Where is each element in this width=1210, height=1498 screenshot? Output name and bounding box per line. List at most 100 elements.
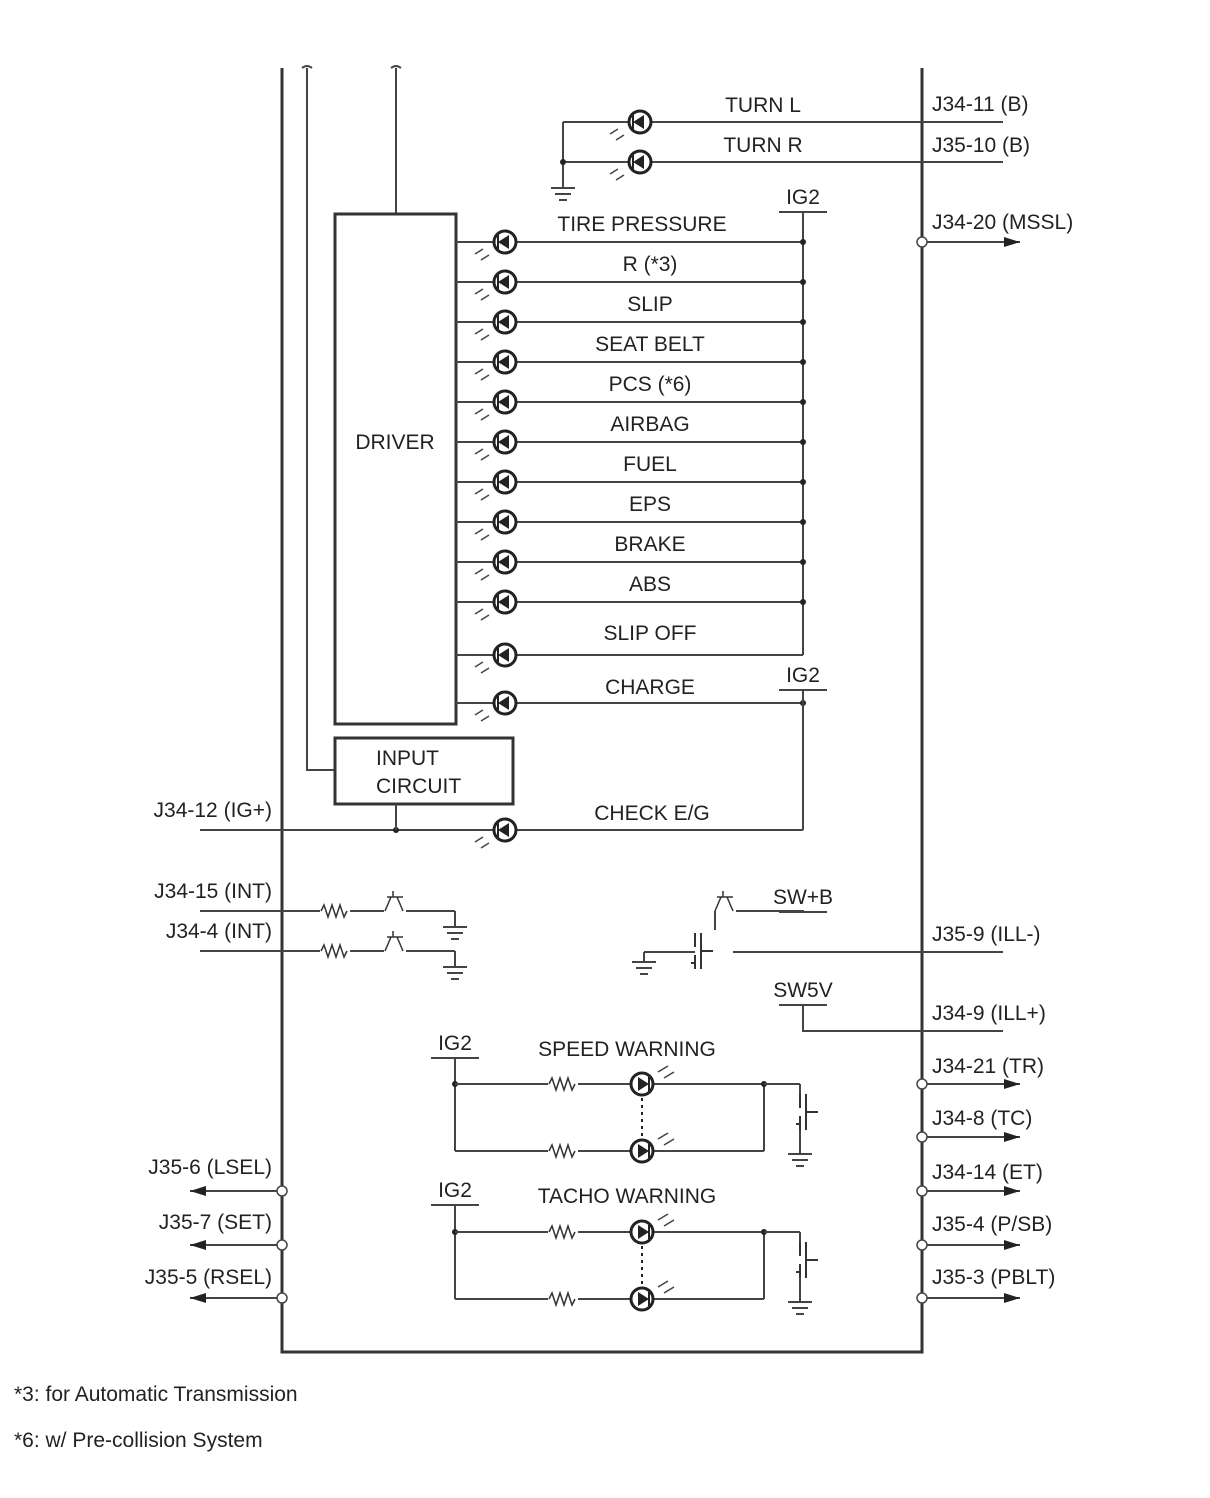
light-rays <box>474 661 490 674</box>
led-triangle <box>498 435 509 449</box>
led-triangle <box>498 696 509 710</box>
indicator-label: EPS <box>629 493 671 516</box>
meter-frame <box>280 68 924 1354</box>
light-rays <box>609 168 625 181</box>
light-rays <box>474 408 490 421</box>
resistor-icon <box>320 902 348 920</box>
mosfet-icon <box>796 1094 818 1130</box>
indicator-label: SLIP OFF <box>604 622 697 645</box>
input-circuit-label: INPUT <box>376 747 439 770</box>
resistor-icon <box>548 1223 576 1241</box>
junction-dot <box>800 439 806 445</box>
ground-icon <box>551 187 575 201</box>
warning-label: TACHO WARNING <box>538 1185 717 1208</box>
ground-icon <box>788 1301 812 1315</box>
power-label: IG2 <box>786 186 820 209</box>
wire <box>736 910 804 912</box>
terminal-label: J35-10 (B) <box>932 134 1030 157</box>
led-icon <box>609 149 653 181</box>
led-triangle <box>498 355 509 369</box>
wire <box>802 1005 1003 1032</box>
terminal-label: J35-7 (SET) <box>159 1211 272 1234</box>
light-rays <box>474 568 490 581</box>
led-triangle <box>638 1077 649 1091</box>
indicator-label: AIRBAG <box>610 413 689 436</box>
terminal-label: J34-15 (INT) <box>154 880 272 903</box>
light-rays <box>474 248 490 261</box>
junction-dot <box>800 359 806 365</box>
light-rays <box>657 1280 675 1294</box>
light-rays <box>474 288 490 301</box>
led-triangle <box>498 555 509 569</box>
led-icon <box>474 549 518 581</box>
terminal-label: J35-9 (ILL-) <box>932 923 1041 946</box>
light-rays <box>474 836 490 849</box>
power-label: IG2 <box>438 1032 472 1055</box>
input-circuit-label: CIRCUIT <box>376 775 461 798</box>
led-icon <box>474 309 518 341</box>
terminal-label: J35-5 (RSEL) <box>145 1266 272 1289</box>
terminal-label: J34-20 (MSSL) <box>932 211 1073 234</box>
led-icon <box>629 1132 675 1164</box>
indicator-label: CHARGE <box>605 676 695 699</box>
terminal-circle <box>916 1078 928 1090</box>
resistor-icon <box>548 1142 576 1160</box>
light-rays <box>474 328 490 341</box>
led-triangle <box>498 823 509 837</box>
terminal-circle <box>916 1131 928 1143</box>
led-icon <box>474 690 518 722</box>
led-icon <box>629 1065 675 1097</box>
led-icon <box>609 109 653 141</box>
indicator-label: CHECK E/G <box>594 802 710 825</box>
junction-dot <box>800 519 806 525</box>
arrow-left-icon <box>190 1240 206 1250</box>
transistor-icon <box>384 891 404 912</box>
junction-dot <box>800 399 806 405</box>
led-triangle <box>498 648 509 662</box>
terminal-label: J35-3 (PBLT) <box>932 1266 1055 1289</box>
led-icon <box>474 269 518 301</box>
power-label: SW+B <box>773 886 833 909</box>
led-triangle <box>498 475 509 489</box>
light-rays <box>474 368 490 381</box>
resistor-icon <box>548 1075 576 1093</box>
indicator-label: TURN L <box>725 94 801 117</box>
indicator-label: R (*3) <box>623 253 678 276</box>
break-mark <box>301 65 402 69</box>
junction-dot <box>800 599 806 605</box>
led-triangle <box>638 1225 649 1239</box>
led-icon <box>474 229 518 261</box>
terminal-circle <box>916 1239 928 1251</box>
resistor-icon <box>548 1290 576 1308</box>
led-icon <box>474 817 518 849</box>
terminal-circle <box>916 1292 928 1304</box>
junction-dot <box>560 159 566 165</box>
led-icon <box>474 429 518 461</box>
footnote-6: *6: w/ Pre-collision System <box>14 1429 263 1452</box>
terminal-label: J34-21 (TR) <box>932 1055 1044 1078</box>
indicator-label: BRAKE <box>614 533 685 556</box>
ground-icon <box>443 926 467 940</box>
power-label: IG2 <box>786 664 820 687</box>
transistor-icon <box>714 891 734 912</box>
indicator-label: PCS (*6) <box>609 373 692 396</box>
led-triangle <box>498 595 509 609</box>
light-rays <box>474 709 490 722</box>
led-icon <box>474 589 518 621</box>
led-triangle <box>498 515 509 529</box>
indicator-label: TIRE PRESSURE <box>557 213 726 236</box>
junction-dot <box>800 319 806 325</box>
led-triangle <box>498 395 509 409</box>
terminal-label: J35-4 (P/SB) <box>932 1213 1052 1236</box>
terminal-circle <box>276 1292 288 1304</box>
led-triangle <box>498 275 509 289</box>
terminal-label: J34-4 (INT) <box>166 920 272 943</box>
led-icon <box>474 389 518 421</box>
driver-block <box>333 212 458 726</box>
light-rays <box>474 528 490 541</box>
arrow-right-icon <box>1004 1132 1020 1142</box>
resistor-icon <box>320 942 348 960</box>
terminal-circle <box>276 1185 288 1197</box>
